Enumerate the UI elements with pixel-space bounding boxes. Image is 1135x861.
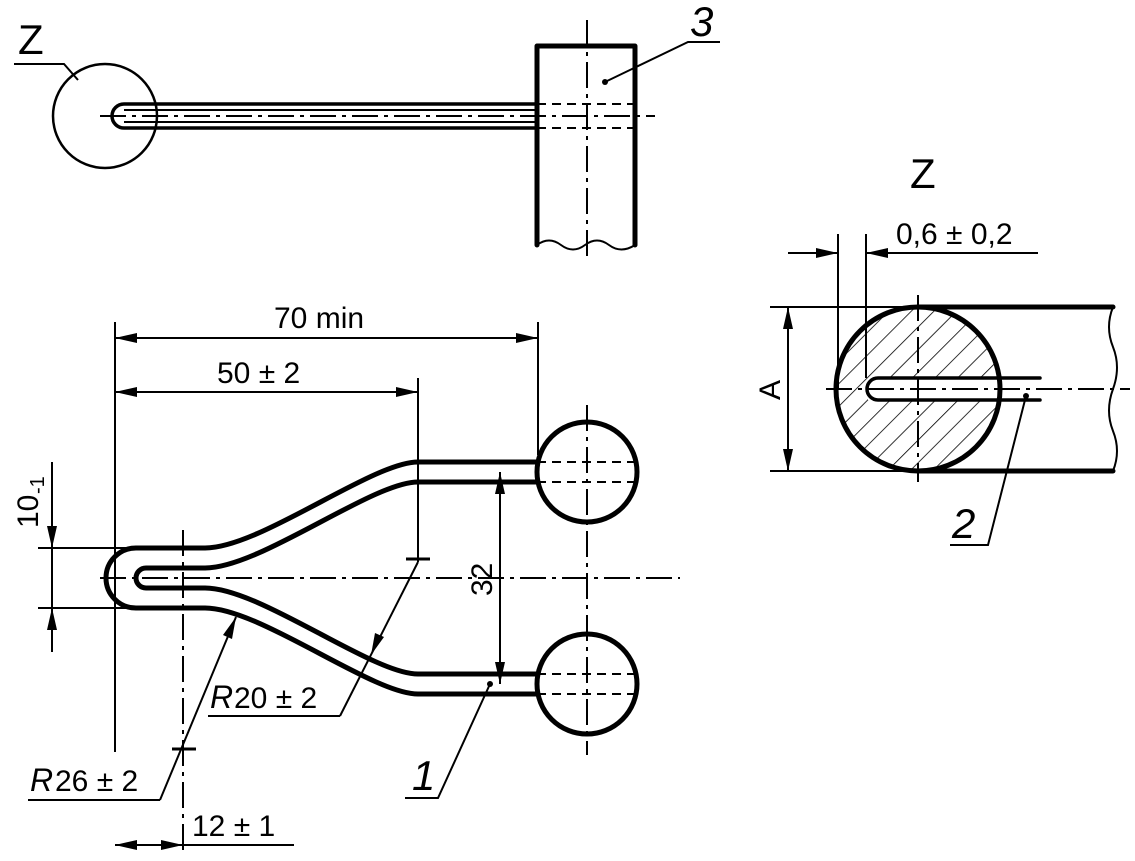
ref-1-leader	[405, 683, 491, 799]
ref-3-label: 3	[690, 0, 713, 45]
dim-70-label: 70 min	[274, 302, 364, 335]
holder-part: 3	[534, 0, 720, 262]
dim-70-min: 70 min	[114, 302, 539, 752]
ref-3-leader	[604, 41, 720, 83]
dim-50-label: 50 ± 2	[217, 357, 300, 390]
dim-32: 32	[466, 472, 505, 684]
r26-value: 26 ± 2	[55, 765, 138, 798]
dim-r20: R 20 ± 2	[208, 561, 419, 717]
dim-a: A	[754, 307, 793, 471]
main-view: 70 min 50 ± 2 32 10 -1	[12, 302, 680, 850]
r20-prefix: R	[210, 679, 233, 715]
dim-06: 0,6 ± 0,2	[788, 218, 1038, 389]
dim-50: 50 ± 2	[115, 357, 430, 562]
detail-z: Z A 0,6 ± 0,2	[754, 150, 1130, 547]
holder-break-line	[536, 239, 636, 251]
ref-1-label: 1	[412, 752, 435, 799]
slot-outline	[865, 376, 1042, 402]
dim-10-tolerance: -1	[27, 476, 49, 494]
top-view: Z 3	[14, 0, 720, 262]
ref-1: 1	[405, 681, 493, 799]
dim-06-label: 0,6 ± 0,2	[896, 218, 1013, 251]
ref-2-leader	[950, 395, 1027, 546]
dim-10-label: 10	[12, 495, 45, 528]
ref-2: 2	[950, 393, 1029, 547]
dim-32-label: 32	[466, 563, 499, 596]
dim-a-label: A	[754, 380, 787, 400]
detail-z-leader	[14, 63, 79, 81]
r26-prefix: R	[30, 762, 53, 798]
dim-10: 10 -1	[12, 462, 132, 652]
detail-z-top-label: Z	[18, 16, 44, 63]
ref-2-label: 2	[951, 500, 975, 547]
dim-12-label: 12 ± 1	[192, 810, 275, 843]
detail-z-title: Z	[910, 150, 936, 197]
r20-value: 20 ± 2	[234, 682, 317, 715]
dim-r26: R 26 ± 2	[28, 616, 237, 801]
dim-12: 12 ± 1	[115, 810, 294, 850]
